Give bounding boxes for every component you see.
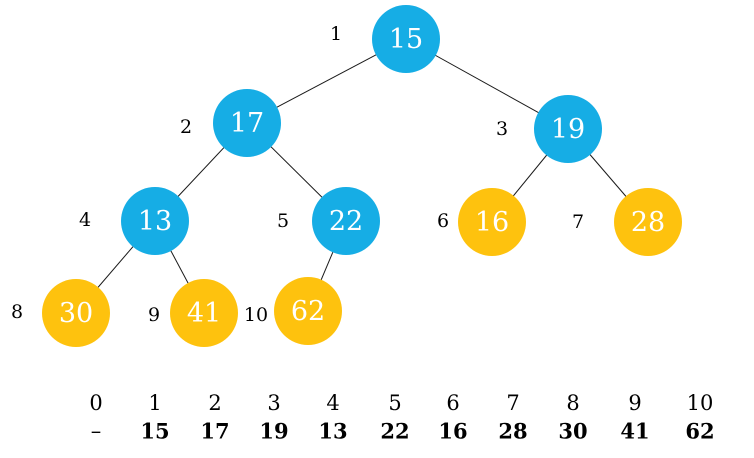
node-index-label-10: 10 <box>243 304 269 326</box>
node-index-label-5: 5 <box>276 210 290 232</box>
array-value-8: 30 <box>558 418 588 444</box>
tree-node-4: 13 <box>121 187 189 255</box>
node-value: 13 <box>137 205 173 237</box>
node-index-label-4: 4 <box>78 209 92 231</box>
array-value-9: 41 <box>620 418 650 444</box>
array-value-2: 17 <box>200 418 230 444</box>
array-index-6: 6 <box>446 391 460 415</box>
array-value-1: 15 <box>140 418 170 444</box>
array-index-1: 1 <box>148 391 162 415</box>
array-index-10: 10 <box>686 391 714 415</box>
array-index-8: 8 <box>566 391 580 415</box>
node-value: 62 <box>290 295 326 327</box>
node-index-label-7: 7 <box>571 211 585 233</box>
node-index-label-2: 2 <box>179 116 193 138</box>
tree-node-2: 17 <box>213 89 281 157</box>
tree-node-5: 22 <box>312 187 380 255</box>
array-index-0: 0 <box>89 391 103 415</box>
node-value: 30 <box>58 297 94 329</box>
node-value: 41 <box>186 297 222 329</box>
array-value-5: 22 <box>380 418 410 444</box>
tree-node-7: 28 <box>614 188 682 256</box>
node-value: 17 <box>229 107 265 139</box>
array-index-9: 9 <box>628 391 642 415</box>
array-value-7: 28 <box>498 418 528 444</box>
tree-node-9: 41 <box>170 279 238 347</box>
node-value: 15 <box>388 23 424 55</box>
tree-node-6: 16 <box>458 188 526 256</box>
array-index-7: 7 <box>506 391 520 415</box>
array-index-2: 2 <box>208 391 222 415</box>
array-value-10: 62 <box>685 418 715 444</box>
tree-node-10: 62 <box>274 277 342 345</box>
node-value: 22 <box>328 205 364 237</box>
array-value-6: 16 <box>438 418 468 444</box>
tree-node-8: 30 <box>42 279 110 347</box>
array-value-4: 13 <box>318 418 348 444</box>
node-value: 19 <box>550 113 586 145</box>
node-value: 16 <box>474 206 510 238</box>
tree-node-1: 15 <box>372 5 440 73</box>
array-index-3: 3 <box>267 391 281 415</box>
array-index-5: 5 <box>388 391 402 415</box>
node-index-label-6: 6 <box>436 210 450 232</box>
tree-node-3: 19 <box>534 95 602 163</box>
node-index-label-8: 8 <box>10 301 24 323</box>
node-index-label-9: 9 <box>147 304 161 326</box>
array-value-0: – <box>90 419 102 443</box>
node-index-label-3: 3 <box>495 118 509 140</box>
node-index-label-1: 1 <box>329 23 343 45</box>
array-value-3: 19 <box>259 418 289 444</box>
array-index-4: 4 <box>326 391 340 415</box>
node-value: 28 <box>630 206 666 238</box>
